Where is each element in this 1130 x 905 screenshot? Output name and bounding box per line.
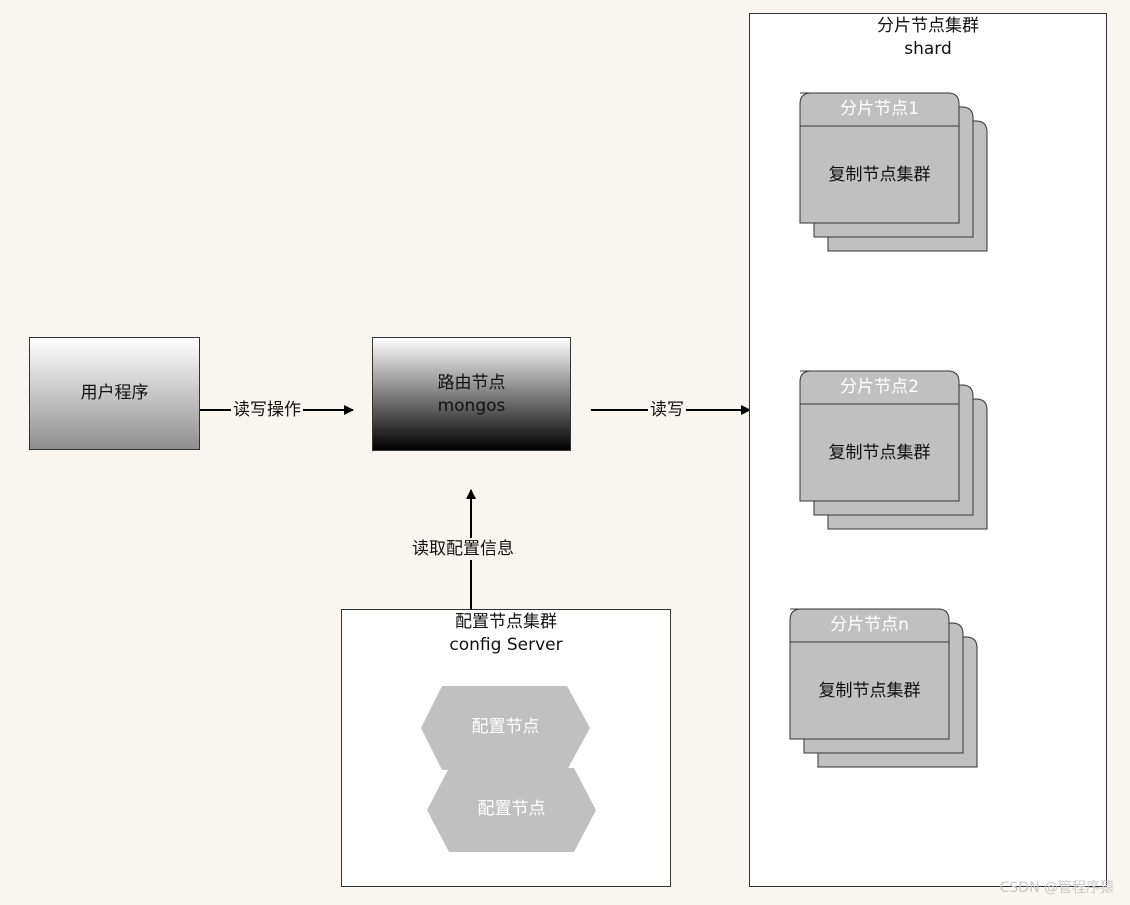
shard-1-body: 复制节点集群 xyxy=(828,165,931,185)
shard-2-title: 分片节点2 xyxy=(840,377,919,397)
config-cluster-subtitle: config Server xyxy=(449,635,563,655)
shard-cluster-subtitle: shard xyxy=(904,39,952,59)
router-node: 路由节点 mongos xyxy=(372,337,571,451)
config-cluster-title: 配置节点集群 xyxy=(455,612,557,632)
shard-cluster-title: 分片节点集群 xyxy=(877,16,979,36)
router-title: 路由节点 xyxy=(437,373,506,393)
config-node-1-label: 配置节点 xyxy=(471,717,540,737)
config-cluster: 配置节点集群 config Server xyxy=(341,609,671,887)
edge-label-user-to-router: 读写操作 xyxy=(231,399,303,421)
edge-label-router-to-shard: 读写 xyxy=(648,399,686,421)
router-subtitle: mongos xyxy=(437,396,506,416)
edge-label-config-to-router: 读取配置信息 xyxy=(410,538,516,560)
config-node-2-label: 配置节点 xyxy=(477,799,546,819)
shard-n-title: 分片节点n xyxy=(830,615,909,635)
shard-1-title: 分片节点1 xyxy=(840,99,919,119)
shard-2-body: 复制节点集群 xyxy=(828,443,931,463)
watermark: CSDN @管程序猿 xyxy=(999,880,1114,896)
user-program-node: 用户程序 xyxy=(29,337,200,450)
user-program-label: 用户程序 xyxy=(80,383,149,403)
shard-n-body: 复制节点集群 xyxy=(818,681,921,701)
